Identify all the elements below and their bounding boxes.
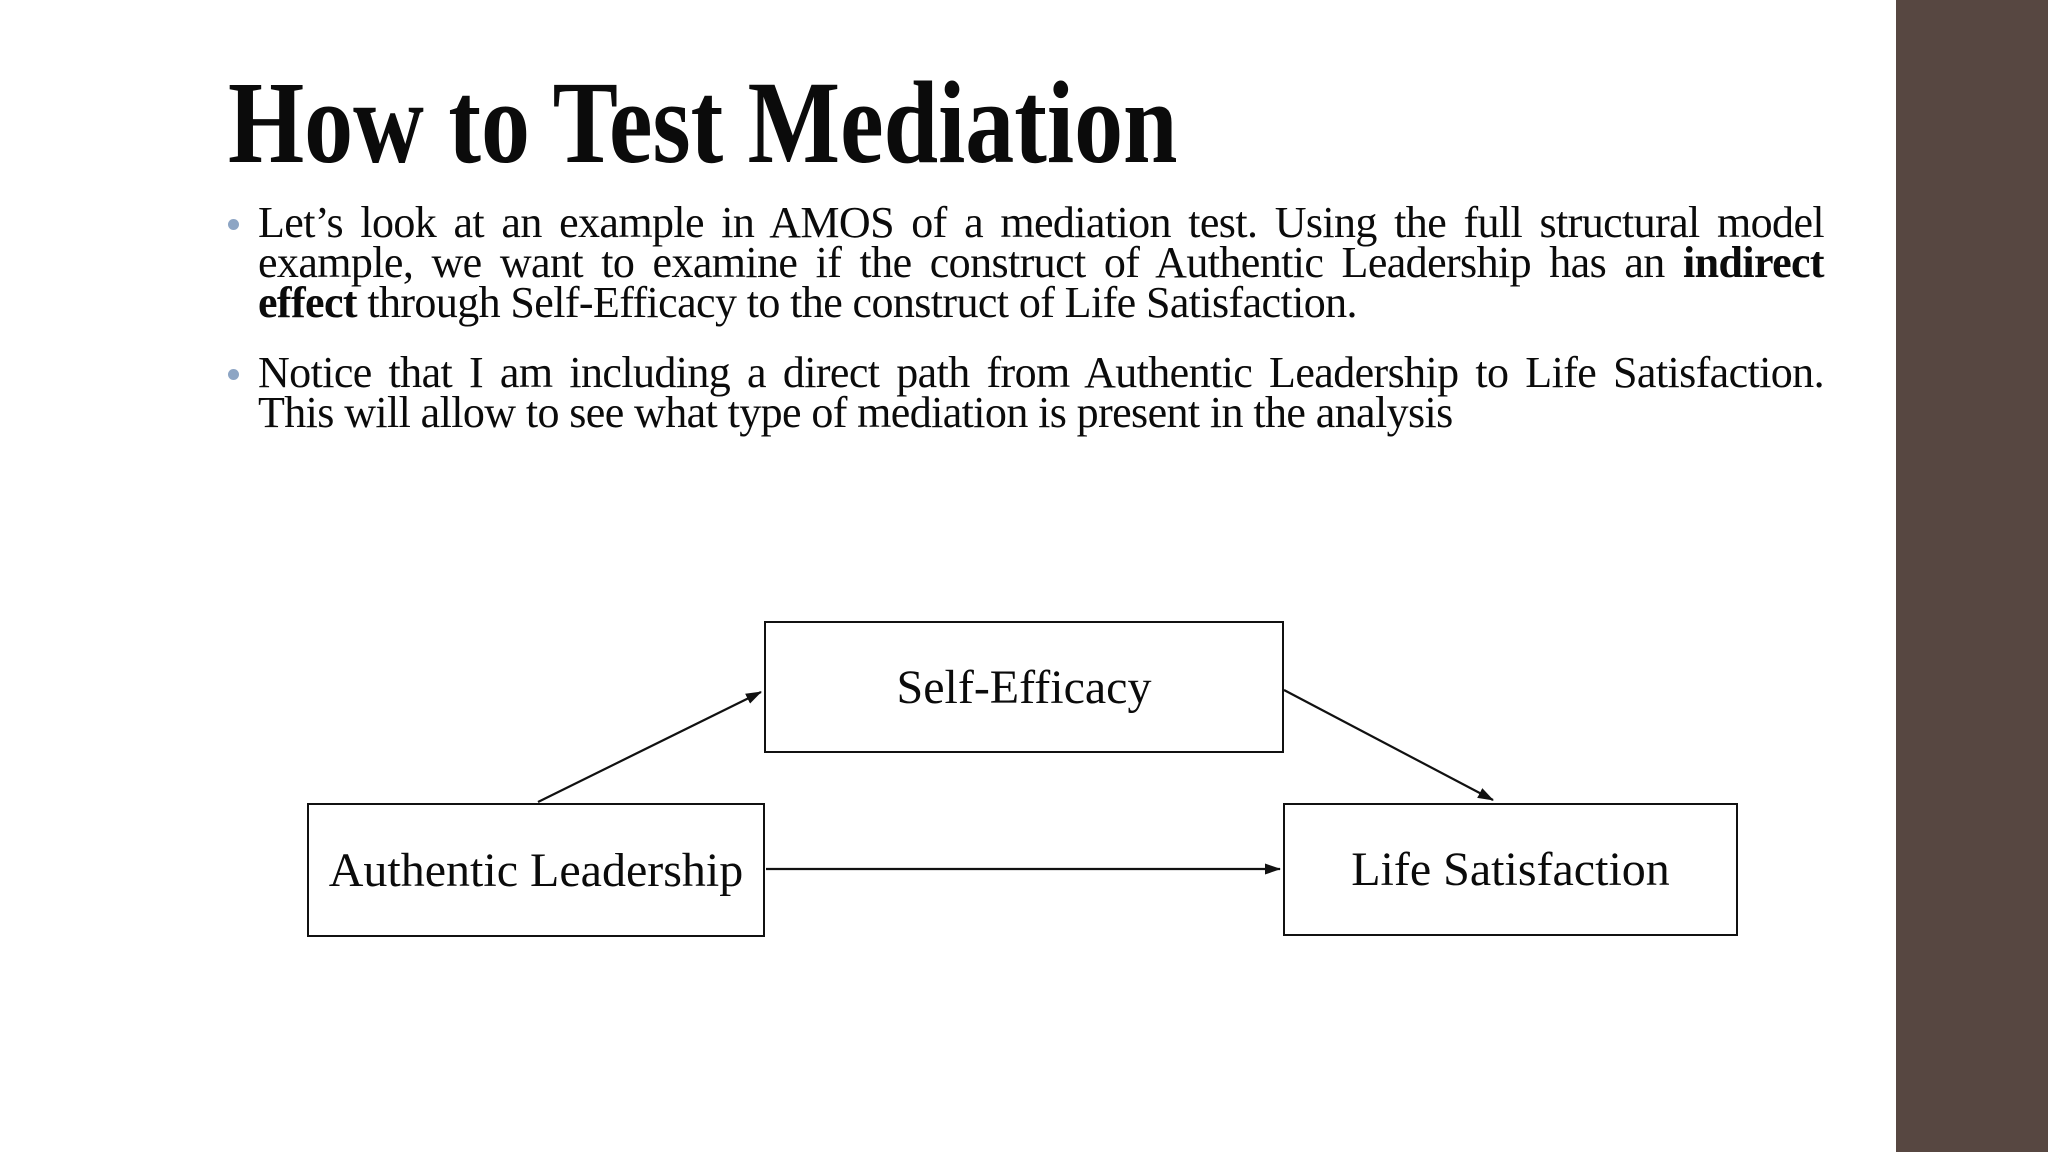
bullet-line: Let’s look at an example in AMOS of a me… — [258, 201, 1825, 245]
bullet-text: Let’s look at an example in AMOS of a me… — [258, 201, 1825, 325]
bullet-line: example, we want to examine if the const… — [258, 241, 1825, 285]
text-run: Notice that I am including a direct path… — [258, 348, 1825, 397]
bullet-dot-icon — [228, 219, 239, 230]
bullet-list: Let’s look at an example in AMOS of a me… — [228, 201, 1828, 435]
bullet-item: Let’s look at an example in AMOS of a me… — [228, 201, 1828, 325]
arrow-self-efficacy-to-life-satisfaction — [1283, 689, 1494, 801]
text-run: example, we want to examine if the const… — [258, 238, 1683, 287]
bullet-dot-icon — [228, 369, 239, 380]
bullet-text: Notice that I am including a direct path… — [258, 351, 1825, 435]
bold-text-run: indirect — [1682, 238, 1825, 287]
accent-stripe — [1896, 0, 2048, 1152]
bullet-item: Notice that I am including a direct path… — [228, 351, 1828, 435]
bullet-line: This will allow to see what type of medi… — [258, 391, 1824, 435]
bold-text-run: effect — [258, 278, 358, 327]
node-life-satisfaction: Life Satisfaction — [1283, 803, 1738, 936]
text-run: This will allow to see what type of medi… — [258, 388, 1453, 437]
node-authentic-leadership: Authentic Leadership — [307, 803, 765, 937]
bullet-line: Notice that I am including a direct path… — [258, 351, 1825, 395]
slide-title: How to Test Mediation — [228, 57, 1178, 188]
arrow-authentic-leadership-to-self-efficacy — [537, 691, 762, 803]
node-label: Self-Efficacy — [896, 660, 1152, 714]
bullet-line: effect through Self-Efficacy to the cons… — [258, 281, 1824, 325]
node-self-efficacy: Self-Efficacy — [764, 621, 1284, 753]
text-run: through Self-Efficacy to the construct o… — [356, 278, 1357, 327]
text-run: Let’s look at an example in AMOS of a me… — [258, 198, 1825, 247]
node-label: Authentic Leadership — [328, 843, 744, 897]
node-label: Life Satisfaction — [1351, 843, 1670, 896]
